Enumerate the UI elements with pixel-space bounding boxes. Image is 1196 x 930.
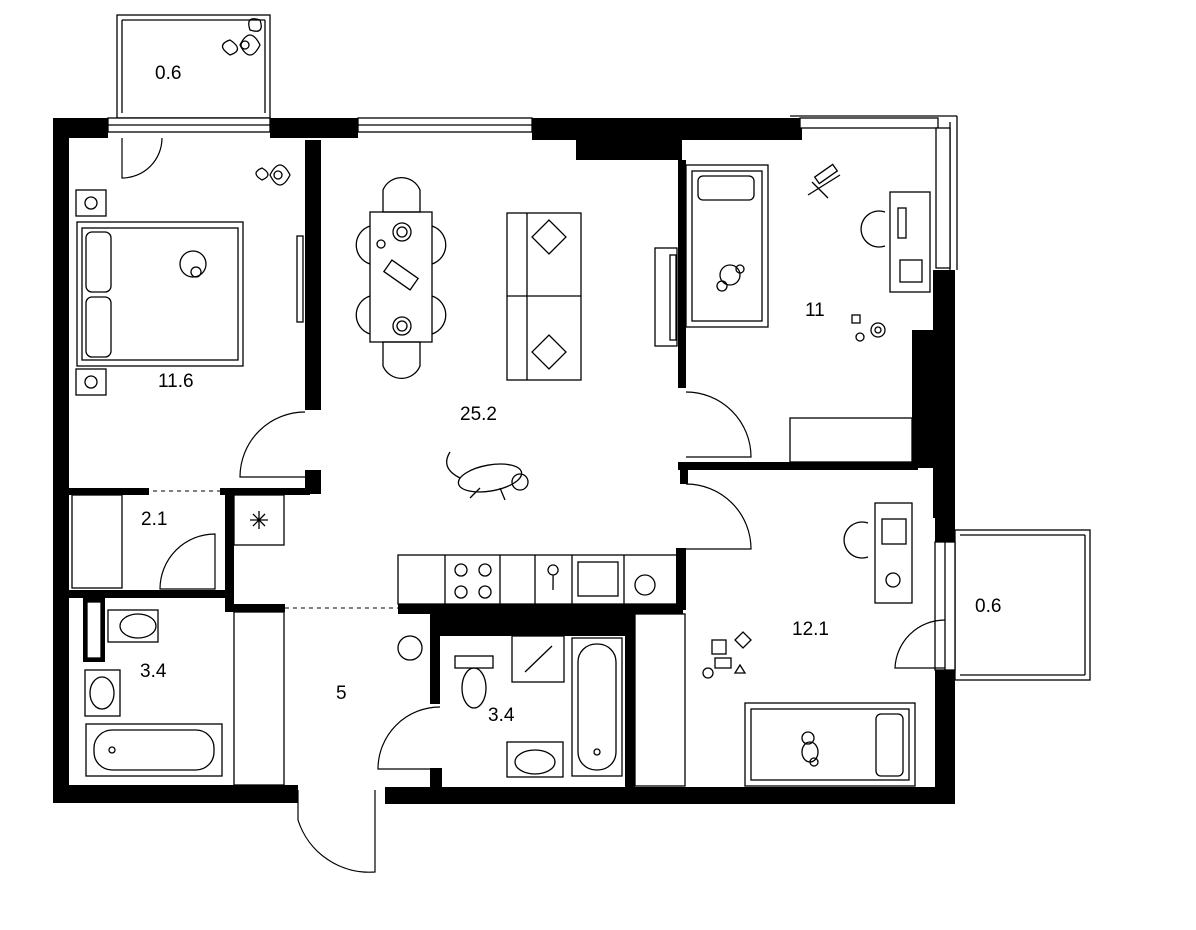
- toy-car-icon: [716, 264, 745, 292]
- fridge: [233, 494, 285, 546]
- area-balcony-right: 0.6: [975, 596, 1002, 617]
- walls: [53, 118, 955, 804]
- area-kids-room-bottom: 12.1: [792, 619, 829, 640]
- bathroom-left-fixtures: [83, 598, 223, 777]
- bed-single-bottom: [744, 702, 916, 787]
- area-bathroom-center: 3.4: [488, 705, 515, 726]
- wardrobe-hall: [233, 611, 285, 786]
- loggia-frame: [790, 115, 958, 270]
- kitchen-counter: [397, 554, 679, 605]
- cat-icon: [446, 451, 529, 501]
- teddy-bear-icon: [801, 731, 819, 767]
- wardrobe-kids-bottom: [634, 613, 686, 787]
- bed-single-top: [685, 164, 769, 328]
- snowflake-icon: [250, 511, 268, 529]
- area-bathroom-left: 3.4: [140, 661, 167, 682]
- area-balcony-top: 0.6: [155, 63, 182, 84]
- doors: [121, 137, 946, 873]
- dining-table: [355, 177, 447, 379]
- toy-airplane-icon: [807, 163, 841, 199]
- area-kids-room-top: 11: [805, 300, 825, 321]
- toy-blocks-icon-bottom: [702, 631, 752, 679]
- wardrobe-shelves: [71, 494, 123, 589]
- bed-double: [75, 189, 244, 396]
- sofa: [506, 212, 582, 381]
- desk-top: [889, 191, 931, 293]
- balcony-top: [116, 14, 271, 119]
- area-hallway: 5: [336, 683, 347, 704]
- toy-blocks-icon: [851, 314, 886, 342]
- bathroom-center-fixtures: [397, 613, 628, 778]
- desk-bottom: [874, 502, 913, 604]
- chair-bottom: [843, 521, 869, 559]
- wardrobe-unit: [296, 235, 304, 323]
- plant-icon: [221, 18, 262, 56]
- area-bedroom-main: 11.6: [158, 371, 194, 392]
- area-wardrobe: 2.1: [141, 509, 168, 530]
- chair-top: [860, 210, 886, 248]
- windows: [107, 117, 956, 671]
- tv-stand: [654, 247, 678, 347]
- plant-icon-bedroom: [255, 164, 291, 186]
- cat-icon-bedroom: [179, 250, 207, 278]
- wardrobe-kids-top: [789, 417, 913, 463]
- area-living-kitchen: 25.2: [460, 404, 497, 425]
